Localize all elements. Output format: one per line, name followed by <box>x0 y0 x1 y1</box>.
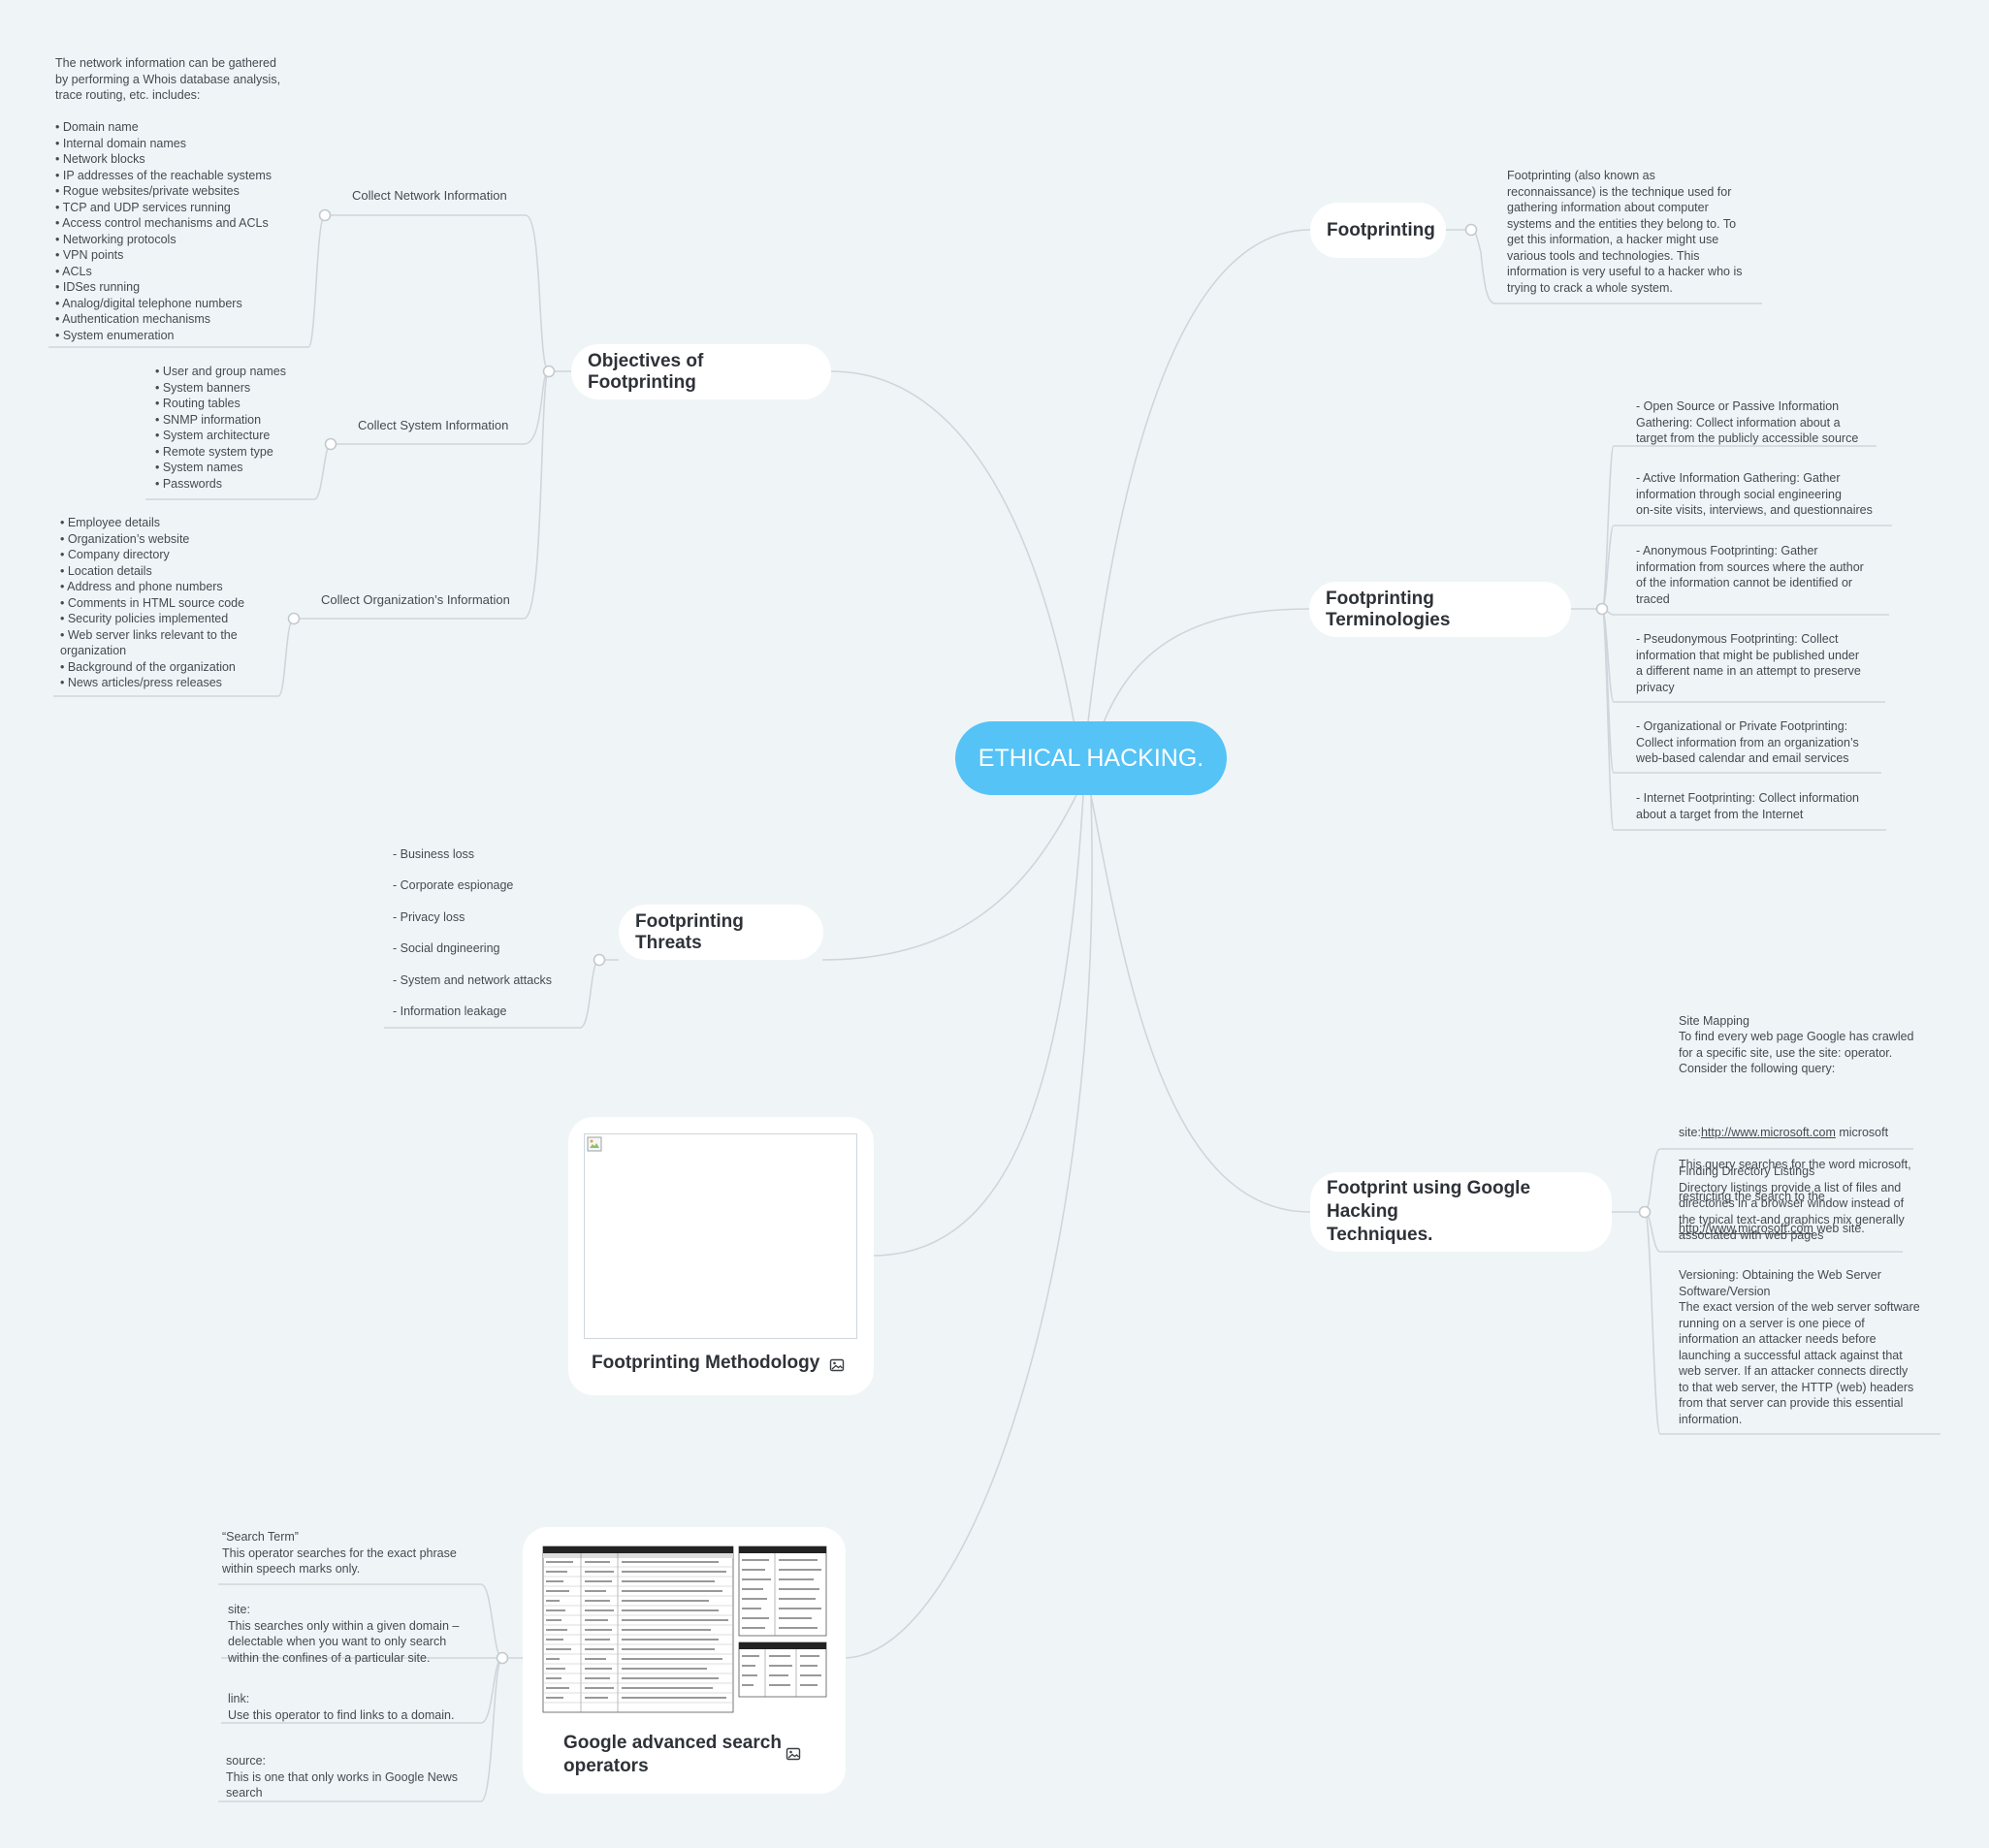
network-information-list: The network information can be gathered … <box>55 56 281 342</box>
branch-collect-organization-information[interactable]: Collect Organization’s Information <box>321 592 510 607</box>
branch-collect-system-information[interactable]: Collect System Information <box>358 418 509 432</box>
terminology-item: - Internet Footprinting: Collect informa… <box>1636 791 1859 821</box>
topic-label: Google advanced search operators <box>563 1733 782 1776</box>
topic-google-advanced-search-operators[interactable]: Google advanced search operators <box>523 1527 846 1794</box>
versioning-note: Versioning: Obtaining the Web Server Sof… <box>1679 1268 1920 1426</box>
topic-footprinting[interactable]: Footprinting <box>1310 203 1446 258</box>
threat-item: - Social dngineering <box>393 941 500 955</box>
topic-objectives-of-footprinting[interactable]: Objectives of Footprinting <box>571 344 831 399</box>
terminology-item: - Organizational or Private Footprinting… <box>1636 719 1859 765</box>
operator-item: link: Use this operator to find links to… <box>228 1692 455 1722</box>
terminology-item: - Active Information Gathering: Gather i… <box>1636 471 1873 517</box>
site-mapping-intro: Site Mapping To find every web page Goog… <box>1679 1013 1914 1076</box>
image-icon[interactable] <box>829 1357 845 1373</box>
topic-label: Footprinting Methodology <box>592 1353 820 1373</box>
site-mapping-note: Site Mapping To find every web page Goog… <box>1679 997 1941 1253</box>
topic-label: Footprinting Threats <box>635 910 744 953</box>
operator-item: site: This searches only within a given … <box>228 1603 460 1665</box>
central-topic[interactable]: ETHICAL HACKING. <box>955 721 1227 795</box>
topic-label: Footprint using Google Hacking Technique… <box>1327 1178 1531 1245</box>
operator-item: “Search Term” This operator searches for… <box>222 1530 457 1576</box>
terminology-item: - Open Source or Passive Information Gat… <box>1636 399 1859 445</box>
site-mapping-line: http://www.microsoft.com web site. <box>1679 1222 1865 1235</box>
topic-footprinting-terminologies[interactable]: Footprinting Terminologies <box>1309 582 1571 637</box>
topic-footprinting-threats[interactable]: Footprinting Threats <box>619 905 823 960</box>
topic-footprinting-methodology[interactable]: Footprinting Methodology <box>568 1117 874 1395</box>
operator-item: source: This is one that only works in G… <box>226 1754 458 1800</box>
directory-listings-note: Finding Directory Listings Directory lis… <box>1679 1164 1905 1242</box>
site-mapping-line: This query searches for the word microso… <box>1679 1158 1911 1171</box>
footprinting-description: Footprinting (also known as reconnaissan… <box>1507 169 1743 295</box>
site-mapping-line: restricting the search to the <box>1679 1190 1825 1203</box>
threat-item: - System and network attacks <box>393 973 552 987</box>
threat-item: - Business loss <box>393 847 475 861</box>
branch-collect-network-information[interactable]: Collect Network Information <box>352 188 507 203</box>
microsoft-link[interactable]: http://www.microsoft.com <box>1700 1126 1836 1139</box>
topic-label: Objectives of Footprinting <box>588 350 704 393</box>
system-information-list: • User and group names • System banners … <box>155 365 287 491</box>
topic-label: Footprinting Terminologies <box>1326 588 1451 630</box>
threat-item: - Privacy loss <box>393 910 465 924</box>
image-icon[interactable] <box>786 1746 801 1762</box>
threat-item: - Information leakage <box>393 1004 507 1018</box>
topic-google-hacking[interactable]: Footprint using Google Hacking Technique… <box>1310 1172 1612 1252</box>
topic-label: Footprinting <box>1327 219 1435 240</box>
broken-image-icon <box>587 1136 602 1152</box>
terminology-item: - Anonymous Footprinting: Gather informa… <box>1636 544 1864 606</box>
operators-table-thumbnail[interactable] <box>542 1545 828 1715</box>
site-mapping-query: site:http://www.microsoft.com microsoft <box>1679 1126 1889 1139</box>
threat-item: - Corporate espionage <box>393 878 514 892</box>
methodology-image[interactable] <box>584 1133 857 1339</box>
terminology-item: - Pseudonymous Footprinting: Collect inf… <box>1636 632 1861 694</box>
microsoft-link[interactable]: http://www.microsoft.com <box>1679 1222 1813 1235</box>
organization-information-list: • Employee details • Organization’s webs… <box>60 516 245 689</box>
